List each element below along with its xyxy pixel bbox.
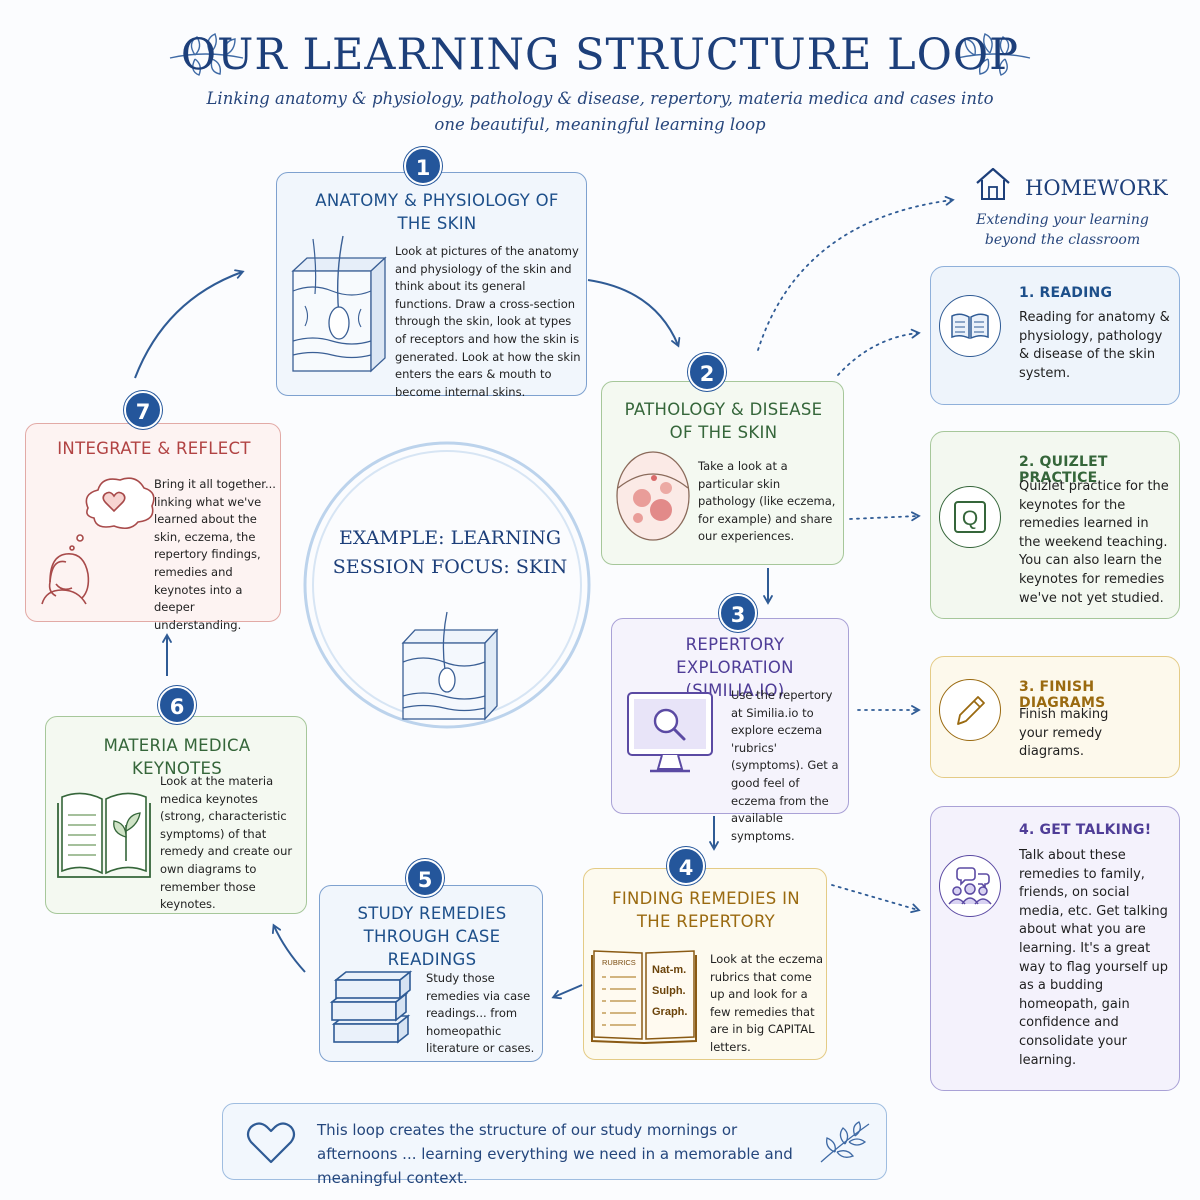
house-icon <box>976 167 1010 200</box>
step-7-text: Bring it all together... linking what we… <box>154 477 276 632</box>
homework-1-heading: 1. READING <box>1019 285 1113 301</box>
homework-3-text: Finish making your remedy diagrams. <box>1019 707 1109 760</box>
step-1-card: ANATOMY & PHYSIOLOGY OF THE SKIN Look at… <box>276 172 587 399</box>
quizlet-icon: Q <box>939 486 1001 548</box>
footer-banner: This loop creates the structure of our s… <box>222 1103 887 1187</box>
quizlet-letter: Q <box>962 507 978 530</box>
skin-cross-section-icon <box>291 235 387 373</box>
step-5-number: 5 <box>406 859 444 897</box>
people-chat-icon <box>939 855 1001 917</box>
eczema-patch-icon <box>616 451 690 541</box>
page-subtitle: Linking anatomy & physiology, pathology … <box>206 89 994 134</box>
step-2-text: Take a look at a particular skin patholo… <box>698 459 836 544</box>
footer-text: This loop creates the structure of our s… <box>317 1121 793 1187</box>
heart-icon <box>246 1122 296 1164</box>
page-title: OUR LEARNING STRUCTURE LOOP <box>180 30 1020 80</box>
homework-2-heading: 2. QUIZLET PRACTICE <box>1019 454 1108 486</box>
books-stack-icon <box>329 970 413 1044</box>
step-6-text: Look at the materia medica keynotes (str… <box>160 774 293 912</box>
step-1-heading: ANATOMY & PHYSIOLOGY OF THE SKIN <box>315 191 559 233</box>
homework-item-talking: 4. GET TALKING! Talk about these remedie… <box>930 806 1180 1091</box>
step-4-card: FINDING REMEDIES IN THE REPERTORY RUBRIC… <box>583 868 827 1060</box>
step-4-text: Look at the eczema rubrics that come up … <box>710 952 824 1054</box>
homework-4-heading: 4. GET TALKING! <box>1019 822 1152 838</box>
step-5-heading: STUDY REMEDIES THROUGH CASE READINGS <box>357 904 507 969</box>
center-focus-text: EXAMPLE: LEARNING SESSION FOCUS: SKIN <box>332 527 568 578</box>
step-4-heading: FINDING REMEDIES IN THE REPERTORY <box>612 889 800 931</box>
step-7-card: INTEGRATE & REFLECT Bring it all togethe… <box>25 423 281 632</box>
center-circle <box>303 441 591 729</box>
step-2-number: 2 <box>688 353 726 391</box>
homework-2-text: Quizlet practice for the keynotes for th… <box>1019 479 1169 606</box>
skin-block-icon <box>401 611 499 721</box>
remedy-1: Nat-m. <box>652 964 686 976</box>
rubrics-label: RUBRICS <box>602 958 636 967</box>
homework-title: HOMEWORK <box>1025 176 1168 200</box>
pencil-icon <box>939 679 1001 741</box>
repertory-book-icon: RUBRICS Nat-m. Sulph. Graph. <box>591 950 697 1045</box>
step-1-number: 1 <box>404 147 442 185</box>
open-book-leaf-icon <box>57 792 151 878</box>
homework-item-diagrams: 3. FINISH DIAGRAMS Finish making your re… <box>930 656 1180 778</box>
step-5-card: STUDY REMEDIES THROUGH CASE READINGS Stu… <box>319 885 543 1062</box>
step-1-text: Look at pictures of the anatomy and phys… <box>395 244 581 399</box>
homework-subtitle: Extending your learning beyond the class… <box>976 212 1149 248</box>
footer-leaf-icon <box>820 1121 870 1163</box>
step-7-number: 7 <box>124 391 162 429</box>
homework-4-text: Talk about these remedies to family, fri… <box>1019 848 1168 1068</box>
homework-item-quizlet: Q 2. QUIZLET PRACTICE Quizlet practice f… <box>930 431 1180 619</box>
homework-3-heading: 3. FINISH DIAGRAMS <box>1019 679 1106 711</box>
step-3-number: 3 <box>719 594 757 632</box>
book-icon <box>939 295 1001 357</box>
homework-item-reading: 1. READING Reading for anatomy & physiol… <box>930 266 1180 405</box>
step-7-heading: INTEGRATE & REFLECT <box>57 439 251 458</box>
remedy-2: Sulph. <box>652 985 686 997</box>
step-3-card: REPERTORY EXPLORATION (SIMILIA.IO) Use t… <box>611 618 849 843</box>
homework-1-text: Reading for anatomy & physiology, pathol… <box>1019 310 1170 381</box>
reflecting-person-icon <box>41 477 155 605</box>
step-5-text: Study those remedies via case readings..… <box>426 971 535 1056</box>
step-6-heading: MATERIA MEDICA KEYNOTES <box>103 736 251 778</box>
step-2-card: PATHOLOGY & DISEASE OF THE SKIN Take a l… <box>601 381 844 565</box>
step-4-number: 4 <box>667 847 705 885</box>
step-6-number: 6 <box>158 686 196 724</box>
step-6-card: MATERIA MEDICA KEYNOTES Look at the mate… <box>45 716 307 914</box>
step-3-heading: REPERTORY EXPLORATION (SIMILIA.IO) <box>676 635 794 700</box>
remedy-3: Graph. <box>652 1006 687 1018</box>
step-2-heading: PATHOLOGY & DISEASE OF THE SKIN <box>624 400 823 442</box>
computer-search-icon <box>627 692 713 773</box>
step-3-text: Use the repertory at Similia.io to explo… <box>731 688 839 843</box>
